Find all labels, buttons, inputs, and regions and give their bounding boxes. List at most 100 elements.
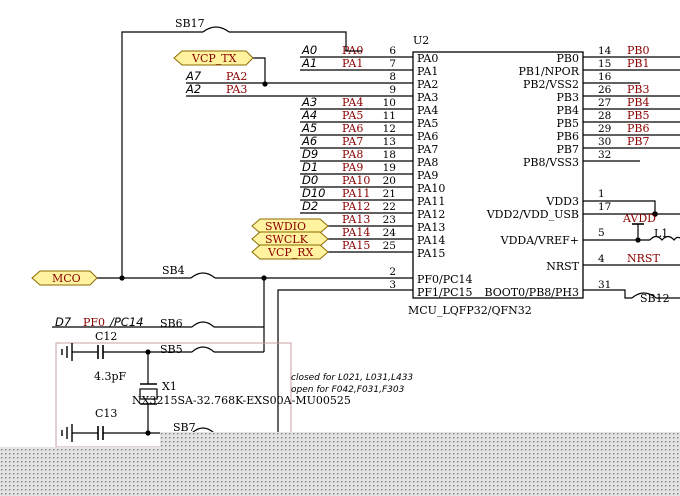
net-label: PB1 (627, 57, 649, 70)
pin-name: NRST (546, 260, 579, 273)
pc14-label: /PC14 (109, 315, 143, 329)
pin-name: PB5 (557, 117, 579, 130)
mco-tag: MCO (31, 270, 98, 286)
net-label: PA8 (342, 148, 363, 161)
pin-name: PB4 (557, 104, 579, 117)
net-label: PB5 (627, 109, 649, 122)
pin-name: PF1/PC15 (417, 286, 473, 299)
pin-number: 23 (383, 214, 396, 226)
pin-number: 10 (383, 97, 396, 109)
pin-number: 8 (389, 71, 396, 83)
pin-name: PA5 (417, 117, 438, 130)
net-label: PA4 (342, 96, 363, 109)
vcp-rx-tag: VCP_RX (251, 244, 329, 260)
net-label: PB4 (627, 96, 649, 109)
arduino-label: A3 (301, 95, 317, 109)
pf1-wire (277, 289, 413, 440)
x1-body (139, 388, 158, 400)
arduino-label: A4 (301, 108, 317, 122)
c13-junction (145, 430, 151, 436)
note-closed: closed for L021, L031,L433 (291, 373, 413, 383)
arduino-label: D2 (302, 199, 318, 213)
pin-number: 7 (389, 58, 396, 70)
net-label: NRST (627, 252, 660, 265)
l1-inductor (649, 235, 680, 241)
svg-text:VCP_RX: VCP_RX (267, 246, 314, 259)
pin-name: PA4 (417, 104, 438, 117)
c12-value: 4.3pF (94, 370, 127, 383)
pin-number: 14 (598, 45, 612, 57)
sb17-wire-left (121, 31, 203, 278)
net-label: PA5 (342, 109, 363, 122)
mcu-part: MCU_LQFP32/QFN32 (408, 304, 532, 317)
pin-number: 6 (389, 45, 396, 57)
mco-junction (119, 275, 125, 281)
pin-number: 18 (383, 149, 396, 161)
arduino-label: A2 (185, 82, 201, 96)
pin-name: PA15 (417, 247, 445, 260)
c12-label: C12 (95, 330, 117, 343)
pin-name: PA0 (417, 52, 438, 65)
arduino-label: D9 (302, 147, 318, 161)
net-label: PB6 (627, 122, 649, 135)
pin-number: 17 (598, 201, 611, 213)
net-label: PA7 (342, 135, 363, 148)
pin-number: 15 (598, 58, 611, 70)
net-label: PA13 (342, 213, 370, 226)
pin-name: VDD2/VDD_USB (486, 208, 579, 221)
pin-name: PA10 (417, 182, 445, 195)
net-label: PB3 (627, 83, 649, 96)
pin-name: PA9 (417, 169, 438, 182)
pin-number: 28 (598, 110, 611, 122)
svg-text:MCO: MCO (52, 272, 81, 285)
pin-name: PB7 (557, 143, 579, 156)
pin-name: PB6 (557, 130, 579, 143)
svg-text:VCP_TX: VCP_TX (191, 52, 237, 65)
svg-text:SWDIO: SWDIO (265, 220, 306, 233)
pin-name: PA6 (417, 130, 438, 143)
arduino-label: A1 (301, 56, 317, 70)
mcu-body (412, 51, 584, 299)
pin-name: PB8/VSS3 (523, 156, 579, 169)
pin-number: 3 (389, 279, 396, 291)
pin-name: PA8 (417, 156, 438, 169)
sb7-label: SB7 (173, 421, 196, 434)
pin-number: 1 (598, 188, 605, 200)
arduino-label: A5 (301, 121, 317, 135)
net-label: PA1 (342, 57, 363, 70)
pin-number: 26 (598, 84, 612, 96)
d7-label: D7 (55, 315, 72, 329)
pin-number: 29 (598, 123, 611, 135)
pin-number: 22 (383, 201, 396, 213)
pin-number: 31 (598, 279, 611, 291)
sb17-label: SB17 (175, 17, 205, 30)
net-label: PA9 (342, 161, 363, 174)
net-label: PA3 (226, 83, 247, 96)
avdd-label: AVDD (622, 212, 656, 225)
pin-name: PA13 (417, 221, 445, 234)
pin-number: 19 (383, 162, 396, 174)
pin-name: VDD3 (545, 195, 579, 208)
pin-number: 21 (383, 188, 396, 200)
pin-name: PB0 (557, 52, 579, 65)
